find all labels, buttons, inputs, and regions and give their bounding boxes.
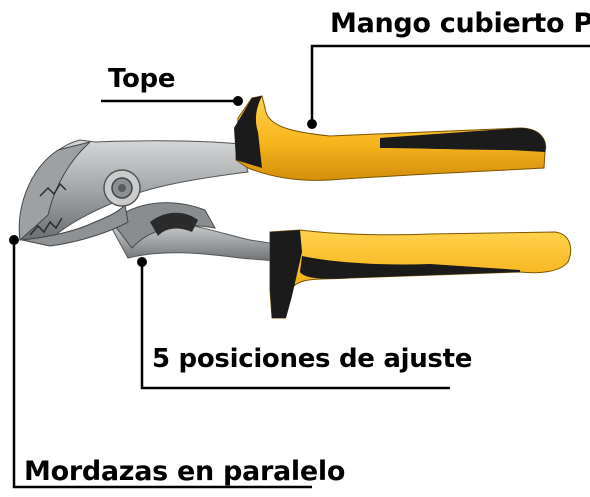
dot-mango [307,119,317,129]
dot-posiciones [137,257,147,267]
callout-posiciones [140,262,450,390]
upper-handle-grip [234,95,547,181]
dot-tope [233,96,243,106]
pivot-bolt [103,169,141,207]
lower-jaw [21,203,129,247]
label-5-posiciones-de-ajuste: 5 posiciones de ajuste [152,344,473,374]
callout-mango [310,44,590,124]
callout-mordazas [12,240,312,489]
callout-dots [9,96,317,267]
label-tope: Tope [108,64,176,94]
jaw-teeth [29,182,67,236]
adjustment-slot [150,212,198,236]
dot-mordazas [9,235,19,245]
label-mango-cubierto-pvc: Mango cubierto PVC [330,8,590,39]
label-mordazas-en-paralelo: Mordazas en paralelo [24,456,346,487]
callout-lines [12,44,590,489]
lower-handle-grip [269,229,572,319]
